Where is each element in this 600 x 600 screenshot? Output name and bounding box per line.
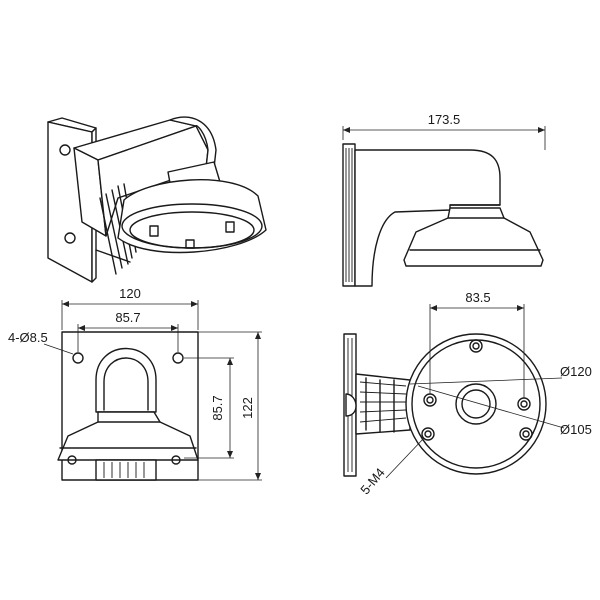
dim-hole-spacing-h: 85.7	[115, 310, 140, 325]
label-base-screws: 5-M4	[357, 465, 388, 497]
dim-hole-spacing-v: 85.7	[210, 395, 225, 420]
dim-front-height: 122	[240, 397, 255, 419]
dim-base-hole-spacing: 83.5	[465, 290, 490, 305]
base-view: 83.5 Ø120 Ø105 5-M4	[343, 290, 592, 497]
label-base-outer-diameter: Ø120	[560, 364, 592, 379]
label-back-holes: 4-Ø8.5	[8, 330, 48, 345]
label-base-bolt-circle: Ø105	[560, 422, 592, 437]
isometric-view	[47, 116, 267, 283]
dim-side-length: 173.5	[428, 112, 461, 127]
front-view: 120 85.7 4-Ø8.5 85.7 122	[8, 286, 262, 481]
side-view: 173.5	[342, 112, 546, 287]
dim-front-width: 120	[119, 286, 141, 301]
